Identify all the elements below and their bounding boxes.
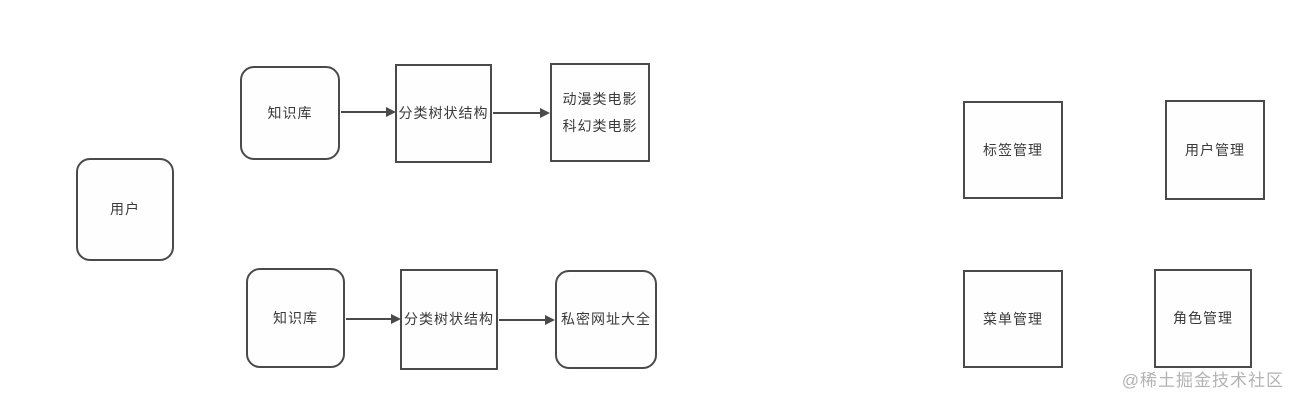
- arrow-tree-to-private-urls: [499, 315, 555, 325]
- node-knowledge-base-top: 知识库: [240, 66, 340, 160]
- node-label: 私密网址大全: [561, 311, 651, 327]
- node-user: 用户: [76, 158, 174, 261]
- node-tag-management: 标签管理: [963, 101, 1063, 199]
- node-label: 知识库: [267, 104, 313, 121]
- node-label: 标签管理: [983, 141, 1043, 158]
- node-label-line1: 动漫类电影: [562, 90, 638, 107]
- node-category-tree-bottom: 分类树状结构: [400, 269, 498, 370]
- node-label: 菜单管理: [983, 310, 1043, 327]
- node-label: 用户管理: [1185, 141, 1245, 158]
- arrow-tree-to-movies: [493, 108, 550, 118]
- watermark-text: @稀土掘金技术社区: [1121, 371, 1284, 390]
- node-label: 用户: [110, 201, 140, 217]
- node-label: 分类树状结构: [398, 105, 489, 121]
- node-role-management: 角色管理: [1154, 269, 1252, 368]
- node-private-urls: 私密网址大全: [555, 270, 657, 369]
- node-user-management: 用户管理: [1165, 100, 1265, 200]
- node-label-line2: 科幻类电影: [562, 117, 638, 134]
- node-label: 知识库: [273, 309, 318, 326]
- node-menu-management: 菜单管理: [963, 270, 1063, 368]
- node-label: 分类树状结构: [404, 311, 494, 327]
- arrow-kb-to-tree-bottom: [346, 314, 401, 324]
- arrow-kb-to-tree-top: [341, 107, 396, 117]
- node-knowledge-base-bottom: 知识库: [246, 268, 345, 368]
- node-label: 角色管理: [1173, 310, 1233, 326]
- node-movie-categories: 动漫类电影 科幻类电影: [550, 63, 650, 162]
- node-category-tree-top: 分类树状结构: [395, 64, 492, 163]
